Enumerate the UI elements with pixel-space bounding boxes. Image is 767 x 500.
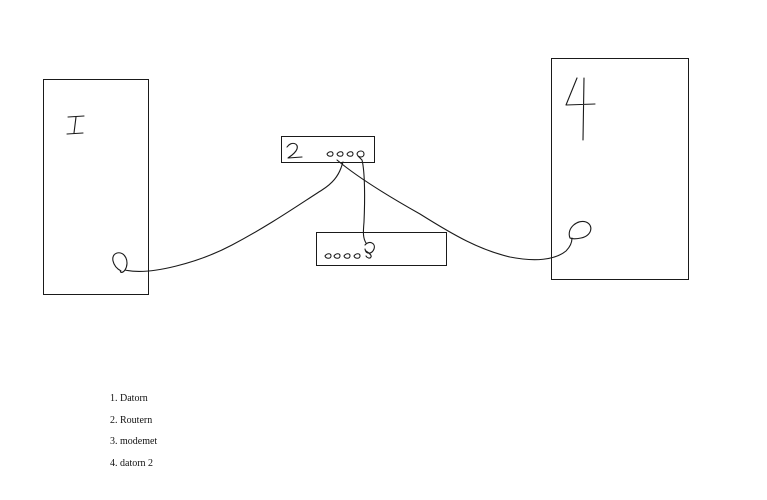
legend-item-computer: 1. Datorn xyxy=(110,393,148,404)
cable-computer1-router xyxy=(124,161,344,272)
computer-2-box xyxy=(551,58,689,280)
computer-2-port xyxy=(568,220,592,240)
router-box xyxy=(281,136,375,163)
modem-box xyxy=(316,232,447,266)
cable-router-modem xyxy=(357,155,367,244)
label-4-glyph xyxy=(565,77,596,141)
modem-jack xyxy=(364,241,375,259)
computer-1-port xyxy=(112,252,128,273)
computer-1-box xyxy=(43,79,149,295)
router-ports xyxy=(326,150,365,158)
modem-ports xyxy=(324,253,361,259)
cable-router-computer2 xyxy=(336,159,573,261)
label-1-glyph xyxy=(66,115,85,135)
legend-item-router: 2. Routern xyxy=(110,414,153,426)
legend-item-computer-2: 4. datorn 2 xyxy=(110,457,154,469)
legend-item-modem: 3. modemet xyxy=(110,436,158,447)
legend-list: 1. Datorn 2. Routern 3. modemet 4. dator… xyxy=(110,392,157,478)
label-2-glyph xyxy=(286,142,303,159)
